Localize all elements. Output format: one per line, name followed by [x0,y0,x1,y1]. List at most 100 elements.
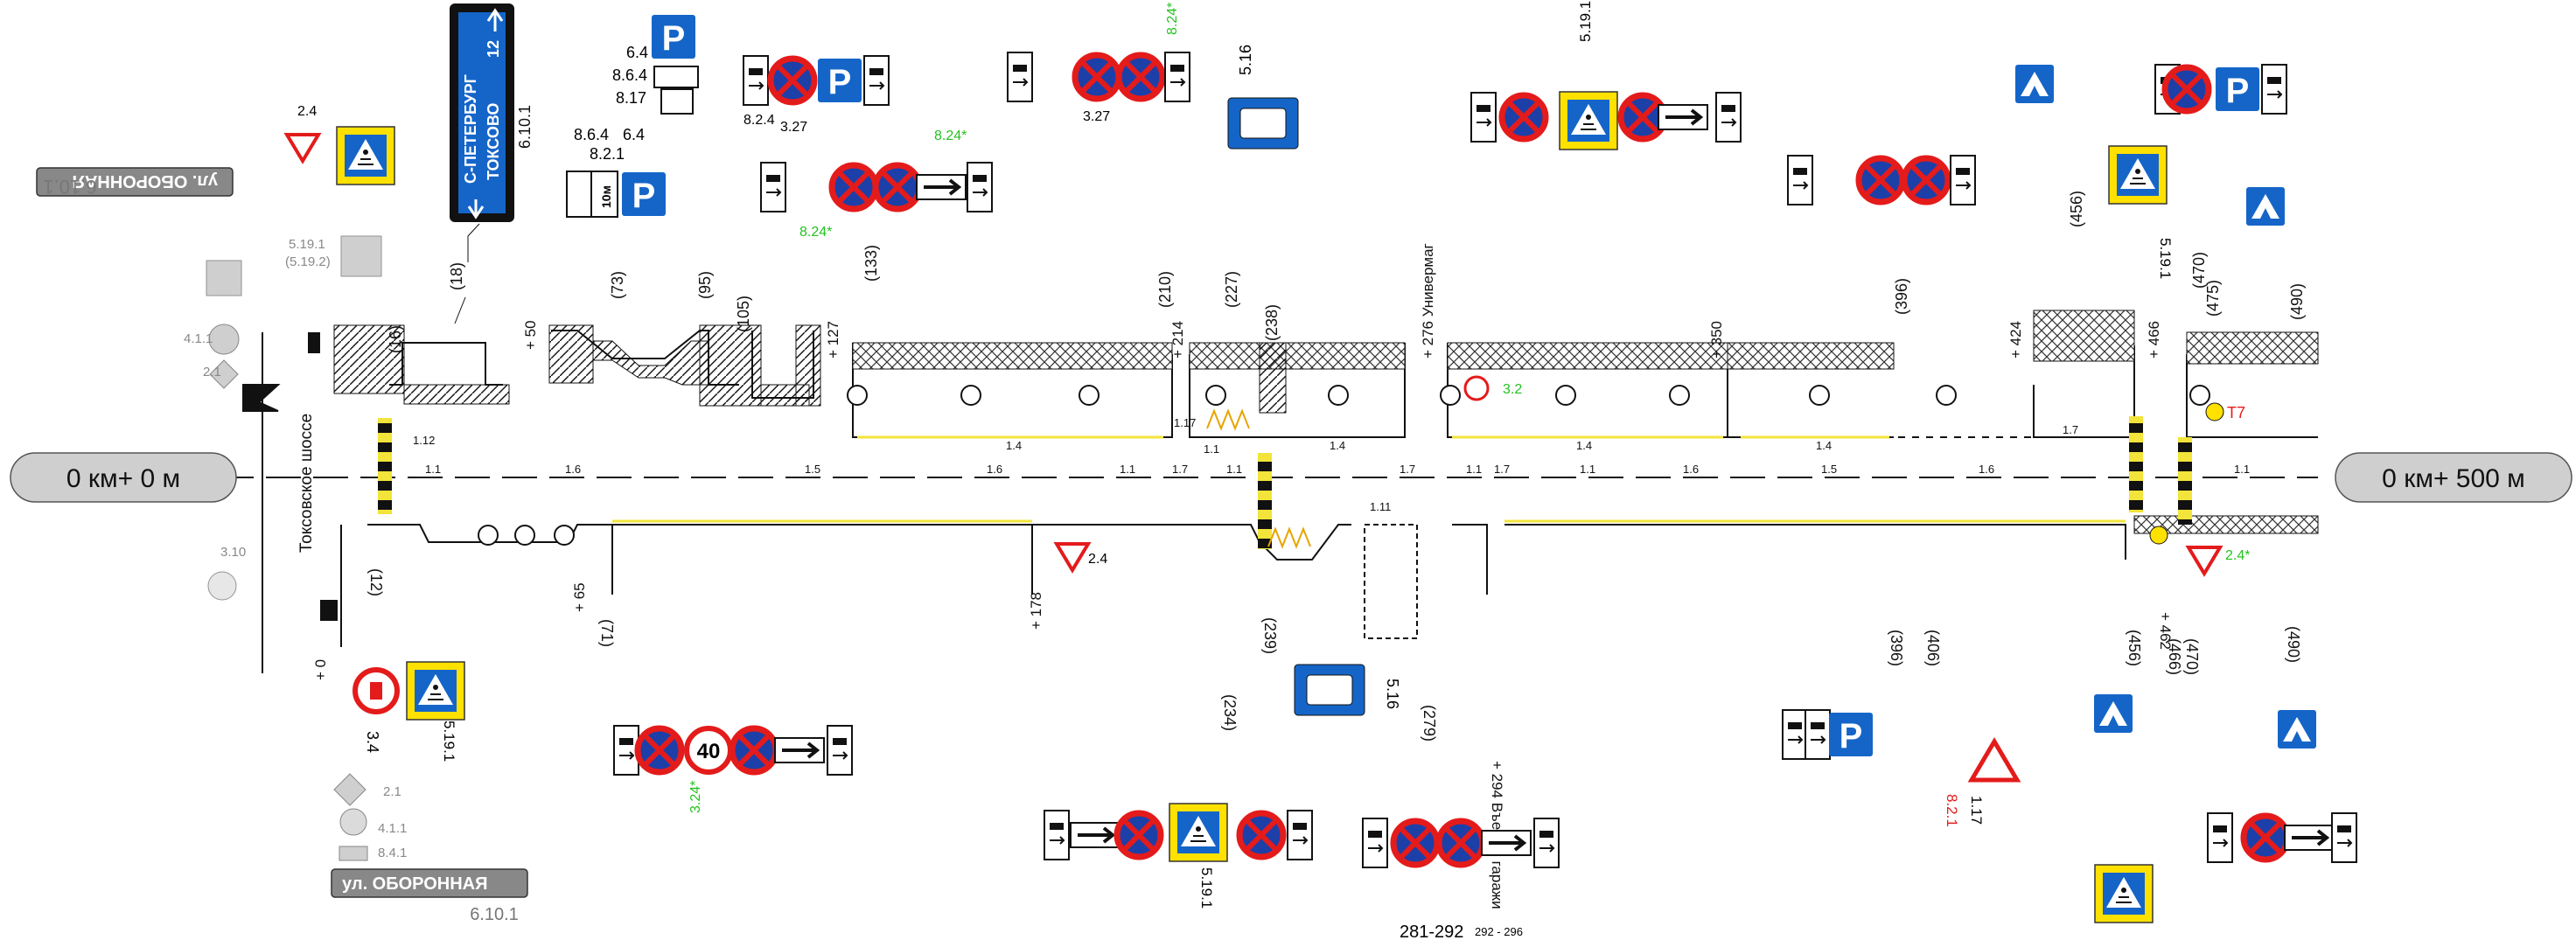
chainage-mark: + 424 [2007,321,2024,359]
road-name: Токсовское шоссе [297,414,316,553]
fuel-sign [353,667,400,714]
crossing-sign [2108,145,2168,205]
markup-code: 1.7 [1172,463,1188,476]
crossing-sign [336,126,395,185]
direction-sign: С-ПЕТЕРБУРГ ТОКСОВО 12 [450,3,514,222]
markup-code: 1.6 [987,463,1002,476]
markup-codes: 1.1 1.6 1.5 1.6 1.1 1.7 1.1 1.7 1.1 1.7 … [413,416,2250,513]
sign-code: 8.6.4 [574,126,609,143]
crossing-sign [1559,91,1618,150]
sign-code: 6.4 [623,126,645,143]
markup-code: 1.1 [1226,463,1242,476]
chainage-mark: + 178 [1028,592,1044,630]
parking-distance-plate [590,171,618,218]
traffic-light-marker [2205,402,2224,421]
oboronnaya-sign-bottom: ул. ОБОРОННАЯ [331,868,528,898]
pole-label: (210) [1156,271,1174,308]
parking-sign-a [652,15,695,59]
pole-label: (470) [2190,252,2208,289]
bus-road-sign [2094,694,2133,733]
pole-label: (466) [2166,638,2183,675]
sign-group-bottom-1: 40 3.24* [613,725,853,813]
markup-code: 1.6 [565,463,581,476]
chainage-mark: + 65 [571,582,588,612]
traffic-light-marker [2149,526,2168,545]
markup-code: 1.7 [1494,463,1510,476]
oboronnaya-sign-top: ул. ОБОРОННАЯ [36,167,234,197]
markup-code: 1.1 [1120,463,1135,476]
pole-label: (133) [862,245,880,282]
chainage-mark: + 214 [1169,321,1186,359]
pole-labels-top: (16) (73) (95) (105) (133) (210) (227) (… [387,191,2306,353]
markup-code: 1.6 [1683,463,1699,476]
bus-stop-sign-top: 5.16 [1227,45,1299,150]
markup-code: 1.7 [1400,463,1415,476]
yield-sign [2187,546,2222,575]
direction-pos: (18) [448,262,465,290]
disabled-plate [660,88,694,115]
pole-label: (475) [2204,280,2222,317]
markup-code: 1.5 [1821,463,1837,476]
crossing-sign [406,661,465,721]
markup-code: 1.1 [2234,463,2250,476]
sign-code: (5.19.2) [285,254,331,269]
sign-group-top-3: 8.24* 8.24* [760,129,993,240]
pole-label: (396) [1893,278,1910,315]
sign-group-top-5 [1787,155,1976,205]
yield-label: 2.4 [1088,552,1107,567]
sign-code: 5.19.1 [1577,1,1594,42]
sign-group-top-2: 3.27 8.24* [1007,3,1190,124]
sidewalk-blocks [333,310,2319,534]
chainage-start-label: 0 км+ 0 м [66,464,180,493]
pole-label: (456) [2126,630,2143,666]
sign-code: 2.1 [383,784,401,799]
sign-code: 3.27 [780,120,807,135]
pole-label: (234) [1221,694,1239,731]
markup-code: 1.4 [1816,439,1832,452]
sign-code: 8.24* [934,129,967,143]
chainage-end-label: 0 км+ 500 м [2382,464,2525,493]
chainage-mark: + 466 [2146,321,2162,359]
sign-code: 5.19.1 [2157,238,2174,279]
speed-value: 40 [697,740,721,763]
gray-sign-labels: 5.19.1 (5.19.2) 2.1 4.1.1 3.10 2.1 4.1.1… [184,237,407,860]
sign-code: 8.6.4 [612,66,647,84]
chainage-mark: + 0 [312,659,329,680]
gray-sign-cluster [206,235,382,861]
pole-label: (470) [2183,638,2201,675]
pole-label: (238) [1263,304,1281,341]
sign-code: 8.4.1 [378,846,407,860]
sign-code: 8.2.1 [590,145,625,163]
markup-code: 1.1 [1580,463,1595,476]
pole-label: (227) [1223,271,1240,308]
bus-stop-sign-bottom: 5.16 [1294,664,1401,716]
street-sign-text: ул. ОБОРОННАЯ [342,874,488,894]
sign-code: 4.1.1 [184,331,213,346]
parking-plate-text: 10м [599,185,613,208]
hump-sign [1967,737,2021,783]
chainage-start: 0 км+ 0 м [10,452,237,503]
sign-group-bottom-3 [1362,818,1560,868]
yield-label: 2.4 [297,104,317,119]
pole-label: (279) [1421,705,1438,742]
sign-code: 3.27 [1083,109,1110,124]
pole-label: (396) [1888,630,1905,666]
bus-road-sign [2246,187,2285,226]
markup-code: 1.4 [1006,439,1022,452]
sign-code: 4.1.1 [378,821,407,836]
sign-code: 3.24* [688,781,703,813]
traffic-light-marker [1463,375,1490,401]
plate-sign [653,66,699,88]
speed-humps [1206,408,1311,549]
sign-code: 8.2.4 [743,113,775,128]
road-edges [340,330,2318,647]
sign-code: 8.24* [1165,3,1180,35]
lane-markings [219,416,2318,549]
bus-road-sign [2015,65,2054,103]
bottom-range: 292 - 296 [1475,925,1523,938]
markup-code: 1.7 [2063,423,2078,436]
traffic-light-label: T7 [2227,404,2245,421]
sign-code: 5.19.1 [1198,867,1215,909]
pole-label: (16) [387,325,404,353]
